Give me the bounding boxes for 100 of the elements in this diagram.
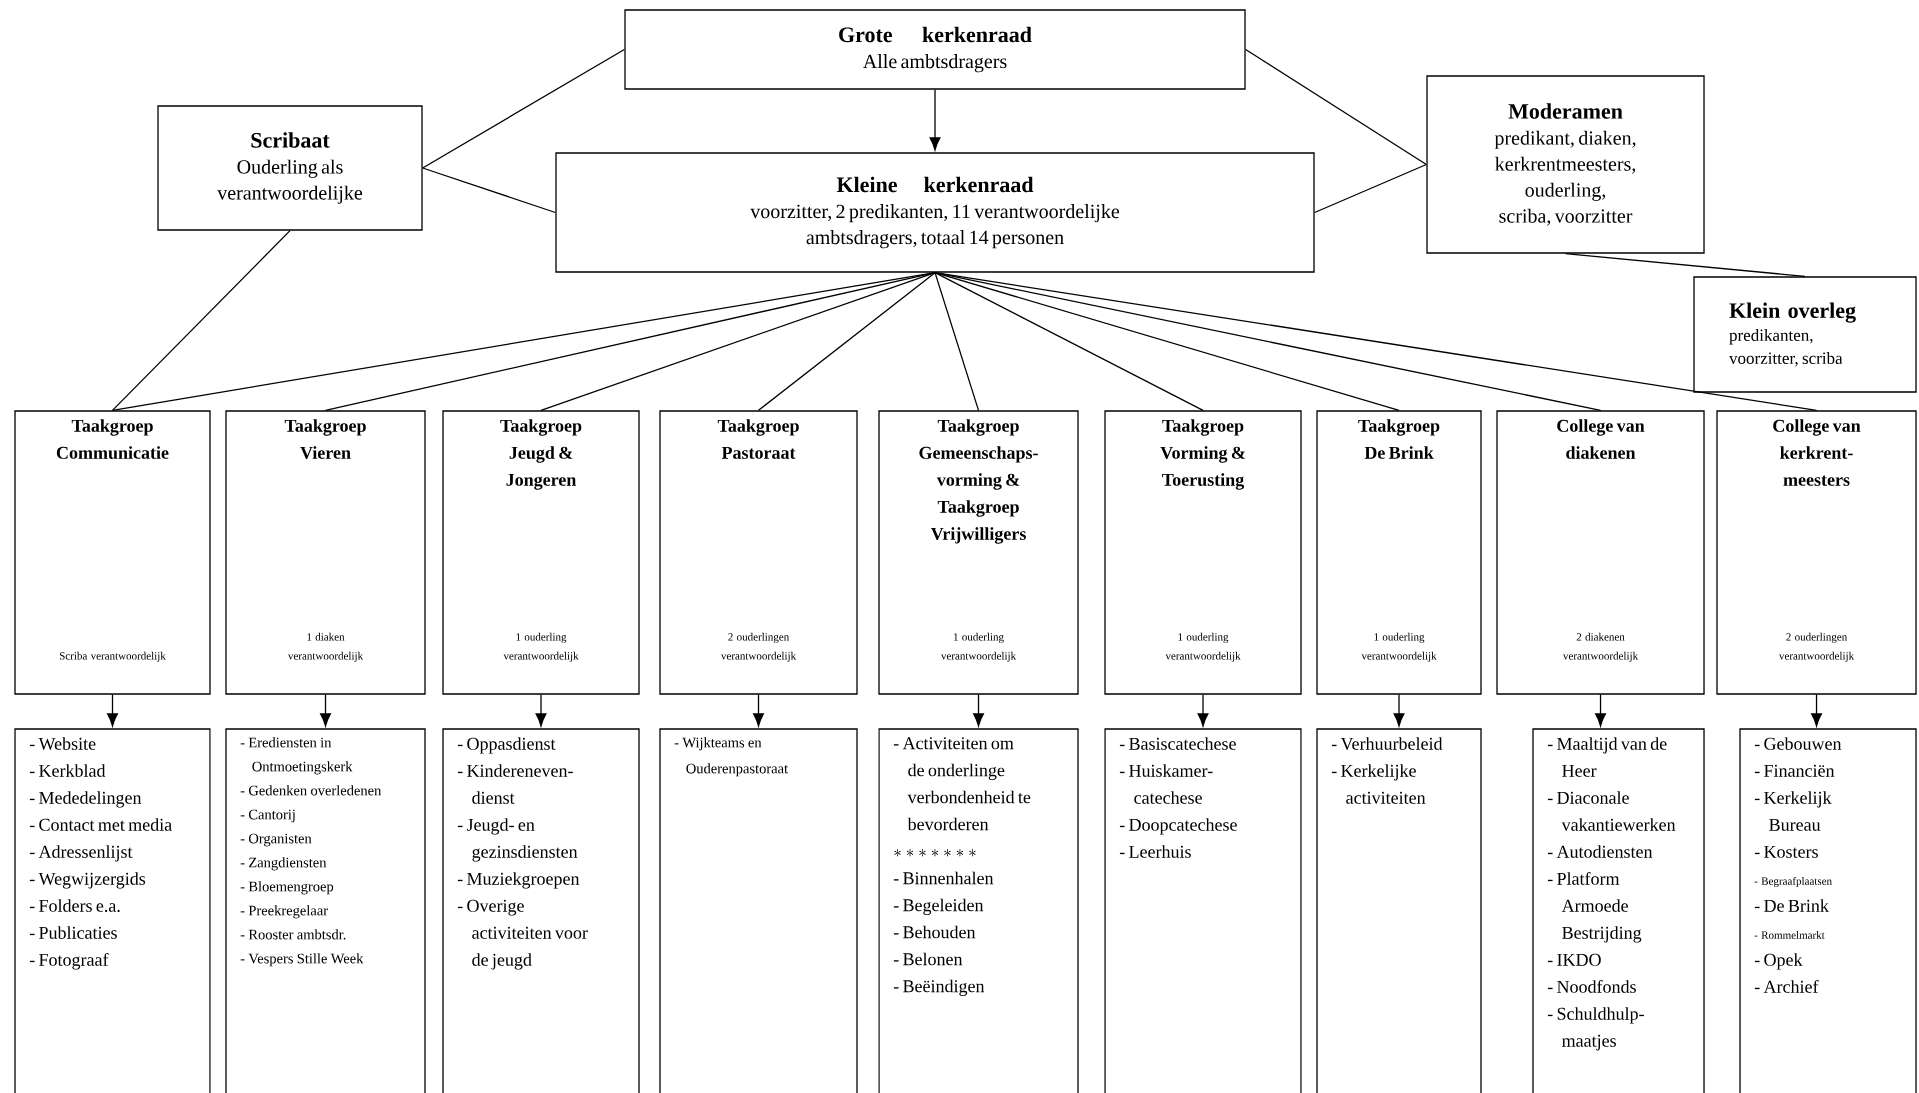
org-box [1426,75,1705,254]
task-list-box [1739,728,1917,1093]
arrow [320,694,331,727]
list-item: - Bloemengroep [240,881,334,895]
task-list-box [442,728,640,1093]
arrow [1197,694,1209,727]
task-list-box [1532,728,1705,1093]
box-title: Klein overleg [1729,302,1856,323]
box-text: predikanten, voorzitter, scriba [1729,329,1843,367]
group-box [14,410,211,695]
group-box [1496,410,1705,695]
group-box [1104,410,1302,695]
list-item: - Jeugd- en gezinsdiensten [457,818,578,862]
separator-stars: $*******$ [894,849,976,857]
list-item: - Wijkteams en Ouderenpastoraat [674,737,788,777]
arrow [107,694,118,727]
responsibility-text: 2 diakenen verantwoordelijk [1562,632,1639,662]
box-title: Taakgroep De Brink [1358,419,1440,459]
list-item: - Kosters [1754,845,1818,858]
list-item: - Belonen [893,952,963,966]
list-item: - Organisten [240,833,312,847]
list-item: - Behouden [893,925,976,939]
connector-line [1314,163,1427,214]
connector-line [111,272,936,411]
task-list-box [1316,728,1482,1093]
list-item: - Gedenken overledenen [240,785,382,796]
list-item: - Cantorij [240,809,295,823]
list-item: - Schuldhulp-maatjes [1547,1007,1644,1051]
arrow [535,694,547,727]
group-box [878,410,1079,695]
connector-line [757,272,936,411]
org-box [555,152,1315,273]
list-item: - Contact met media [29,818,172,831]
box-title: Moderamen [1508,103,1623,119]
responsibility-text: 1 ouderling verantwoordelijk [503,632,579,662]
group-box [659,410,858,695]
box-title: Kleine kerkenraad [836,176,1034,193]
list-item: - Oppasdienst [457,737,556,754]
box-title: Taakgroep Jeugd & Jongeren [500,419,582,490]
box-title: Taakgroep Pastoraat [717,419,799,459]
list-item: - Publicaties [29,926,117,939]
arrow [929,89,941,151]
org-box [624,9,1246,90]
list-item: - Kerkelijk Bureau [1754,791,1832,831]
group-box [442,410,640,695]
list-item: - Fotograaf [29,953,109,970]
connector-line [1245,48,1427,166]
box-title: Taakgroep Gemeenschaps-vorming & Taakgroep Vrijwilligers [919,419,1038,544]
box-text: predikant, diaken, kerkrentmeesters, ouderling, scriba, voorzitter [1494,130,1636,226]
list-item: - Diaconale vakantiewerken [1547,791,1676,831]
connector-line [422,167,556,214]
box-text: voorzitter, 2 predikanten, 11 verantwoordelijke ambtsdragers, totaal 14 personen [750,204,1120,249]
list-item: - Financiën [1754,764,1835,777]
responsibility-text: 1 diaken verantwoordelijk [287,632,364,662]
box-text: Ouderling als verantwoordelijke [217,159,363,204]
list-item: - Rooster ambtsdr. [240,929,346,940]
list-item: - Doopcatechese [1119,818,1237,835]
list-item: - De Brink [1754,899,1829,912]
list-item: - Rommelmarkt [1754,931,1825,939]
list-item: - Platform Armoede Bestrijding [1547,872,1642,943]
box-text: Alle ambtsdragers [863,54,1007,73]
responsibility-text: 1 ouderling verantwoordelijk [940,632,1017,662]
list-item: - Basiscatechese [1119,737,1236,750]
list-item: - Activiteiten om de onderlinge verbondenheid te bevorderen [893,737,1031,831]
list-item: - Folders e.a. [29,899,120,912]
box-title: Scribaat [251,132,330,148]
task-list-box [14,728,211,1093]
list-item: - Huiskamer-catechese [1119,764,1213,804]
list-item: - Muziekgroepen [457,872,580,889]
list-item: - Beëindigen [893,979,985,996]
connector-line [934,272,1818,411]
arrow [973,694,984,727]
list-item: - Maaltijd van de Heer [1547,737,1667,777]
box-title: Grote kerkenraad [839,26,1032,43]
group-box [1716,410,1917,695]
list-item: - IKDO [1547,953,1601,966]
arrow [1595,694,1606,727]
list-item: - Adressenlijst [29,845,133,862]
group-box [1316,410,1482,695]
arrow [1811,694,1822,727]
list-item: - Preekregelaar [240,905,328,919]
list-item: - Kindereneven-dienst [457,764,573,804]
org-box [157,105,423,231]
list-item: - Binnenhalen [893,871,994,885]
box-title: College van kerkrent-meesters [1773,419,1861,486]
connector-line [422,48,625,169]
group-box [225,410,426,695]
list-item: - Vespers Stille Week [240,953,364,967]
arrow [1393,694,1405,727]
list-item: - Kerkblad [29,764,106,777]
connector-line [934,272,980,411]
box-title: Taakgroep Vorming & Toerusting [1160,419,1245,490]
connector-line [540,272,936,411]
list-item: - Leerhuis [1119,845,1191,858]
box-title: Taakgroep Vieren [284,419,366,459]
connector-line [1564,253,1806,277]
task-list-box [1104,728,1302,1093]
list-item: - Noodfonds [1547,980,1636,993]
task-list-box [659,728,858,1093]
arrow [753,694,764,727]
